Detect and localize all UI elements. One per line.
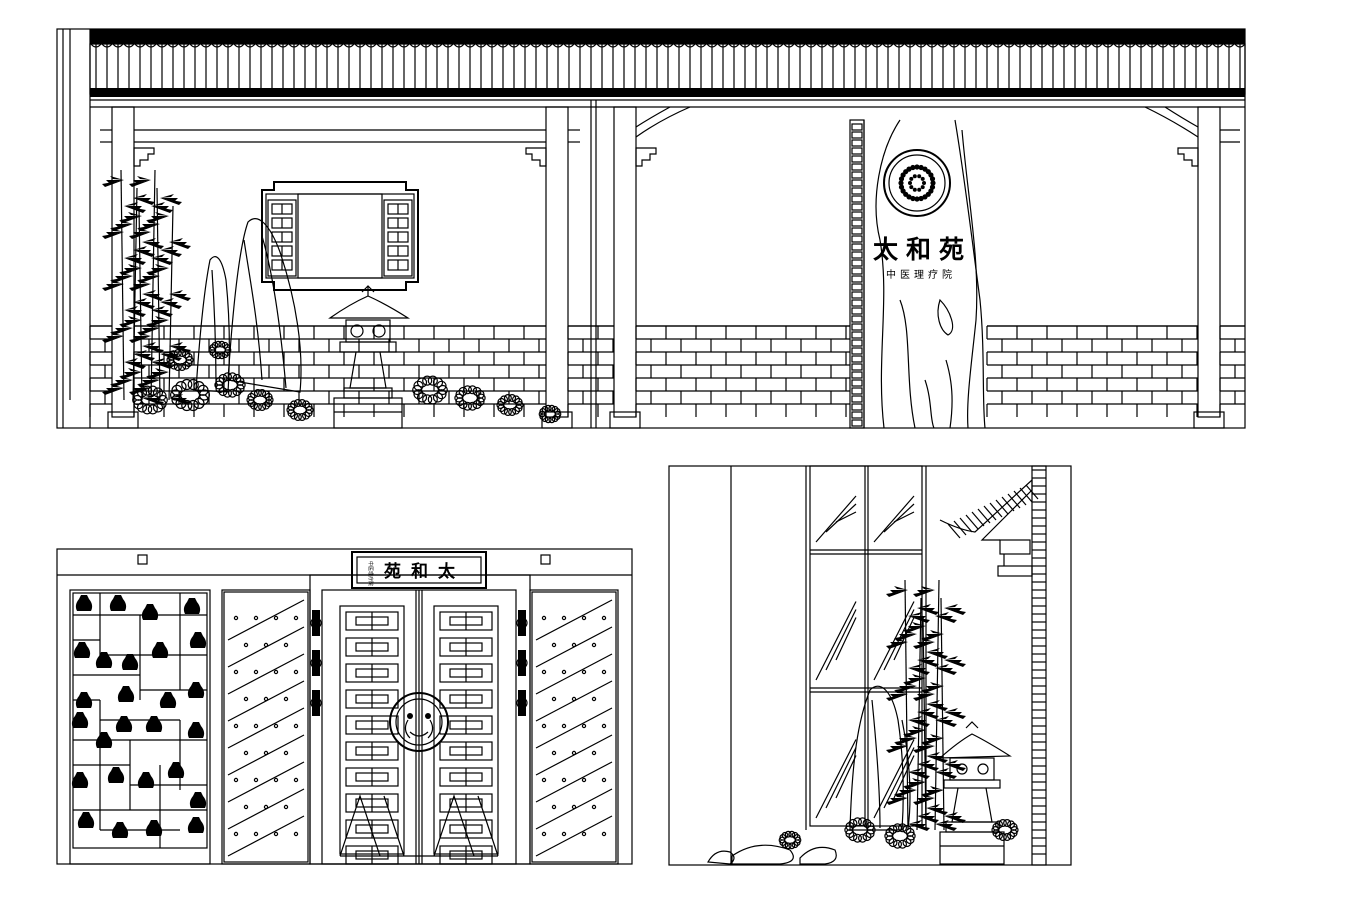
curio-shelf bbox=[69, 589, 211, 865]
sign-subtitle: 中医理疗院 bbox=[886, 268, 956, 281]
stone-lantern-icon bbox=[328, 285, 411, 429]
top-elevation: 太和苑 中医理疗院 bbox=[56, 28, 1246, 429]
door-plaque-small: 中医理疗院 bbox=[367, 561, 374, 586]
stone-lantern-icon bbox=[938, 721, 1012, 865]
bottom-left-elevation: 苑和太 中医理疗院 bbox=[56, 548, 633, 865]
rock-icon bbox=[195, 218, 302, 393]
columns bbox=[100, 100, 1240, 429]
round-emblem-icon bbox=[883, 149, 951, 217]
sign-title: 太和苑 bbox=[873, 235, 972, 264]
double-door: 苑和太 中医理疗院 bbox=[309, 551, 531, 865]
roof-tile-icon bbox=[89, 29, 1246, 108]
vase-icon bbox=[71, 595, 207, 838]
door-plaque: 苑和太 中医理疗院 bbox=[351, 551, 487, 589]
door-plaque-title: 苑和太 bbox=[384, 561, 465, 582]
bamboo-icon bbox=[886, 579, 966, 831]
shrubs bbox=[132, 340, 562, 424]
eave bbox=[939, 478, 1039, 577]
bottom-right-elevation bbox=[668, 465, 1072, 866]
sign-panel: 太和苑 中医理疗院 bbox=[849, 119, 986, 429]
rock-icon bbox=[849, 685, 911, 831]
door-knocker-icon bbox=[389, 692, 449, 752]
studded-panel-right bbox=[529, 589, 619, 865]
bamboo-icon bbox=[102, 169, 191, 405]
studded-panel-left bbox=[221, 589, 311, 865]
lattice-window-icon bbox=[261, 181, 419, 291]
